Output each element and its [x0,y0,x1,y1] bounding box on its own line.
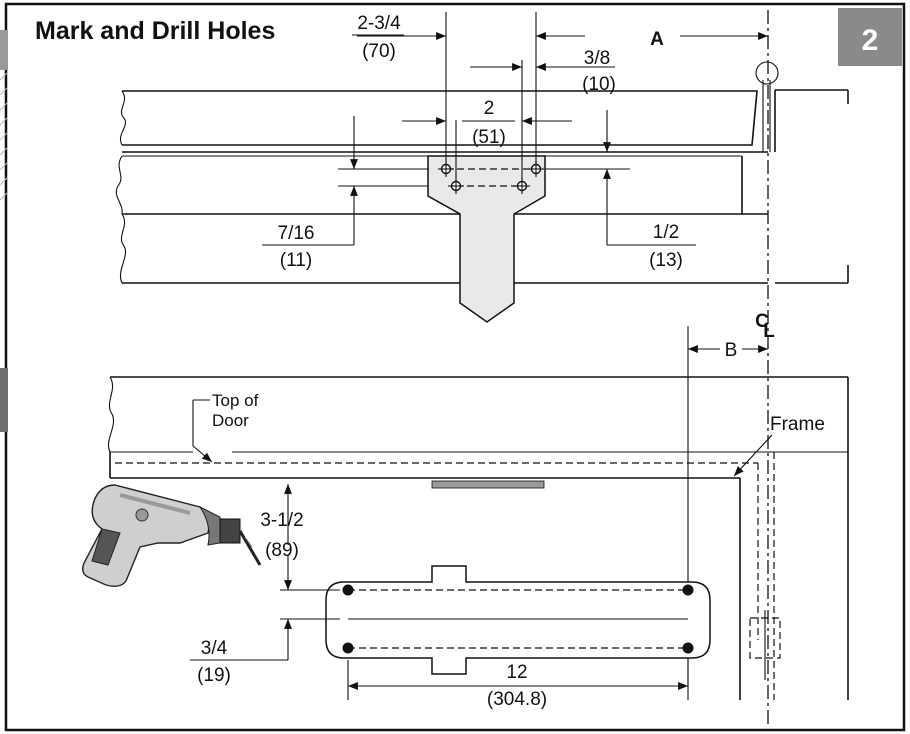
bottom-dimensions [190,399,773,700]
step-badge [838,8,902,66]
hole-marker [342,642,354,654]
extension-lines [338,12,630,187]
left-hatch [0,71,9,201]
step-number: 2 [862,24,879,57]
dim-d2-in: 3/8 [584,48,610,69]
closer-body [325,565,711,675]
dim-d8-mm: (304.8) [487,689,547,710]
left-tab-mid [0,368,8,432]
dimension-labels: 2-3/4 (70) A 3/8 (10) 2 (51) 7/16 (11) 1… [197,13,825,710]
dim-d2-mm: (10) [582,74,616,95]
dim-d4-in: 7/16 [278,223,315,244]
top-of-door-line2: Door [212,411,249,430]
dim-d3-in: 2 [484,98,495,119]
dim-d1-mm: (70) [362,41,396,62]
dim-d6-in: 3-1/2 [260,510,303,531]
top-of-door-line1: Top of [212,391,259,410]
dim-d5-in: 1/2 [653,222,679,243]
hole-marker [342,584,354,596]
cl-l: L [763,321,775,342]
dim-d4-mm: (11) [280,250,312,271]
label-a: A [650,29,664,50]
panel-border [4,2,906,732]
frame-label: Frame [770,414,825,435]
dim-d6-mm: (89) [265,540,299,561]
label-b: B [725,340,738,361]
dim-d8-in: 12 [506,662,527,683]
hole-marker [682,642,694,654]
door-front-view [108,376,849,700]
hinge-pin-circle [755,61,779,85]
dim-d7-mm: (19) [197,665,231,686]
dim-d7-in: 3/4 [201,638,228,659]
drill-icon [81,484,262,588]
header-strip [431,480,545,489]
hole-marker [682,584,694,596]
dim-d3-mm: (51) [472,127,506,148]
left-tab-top [0,30,8,70]
dim-d1-in: 2-3/4 [357,13,401,34]
arm-template [427,155,546,323]
page-title: Mark and Drill Holes [35,17,275,45]
cl-c: C [755,311,769,332]
dim-d5-mm: (13) [649,250,683,271]
